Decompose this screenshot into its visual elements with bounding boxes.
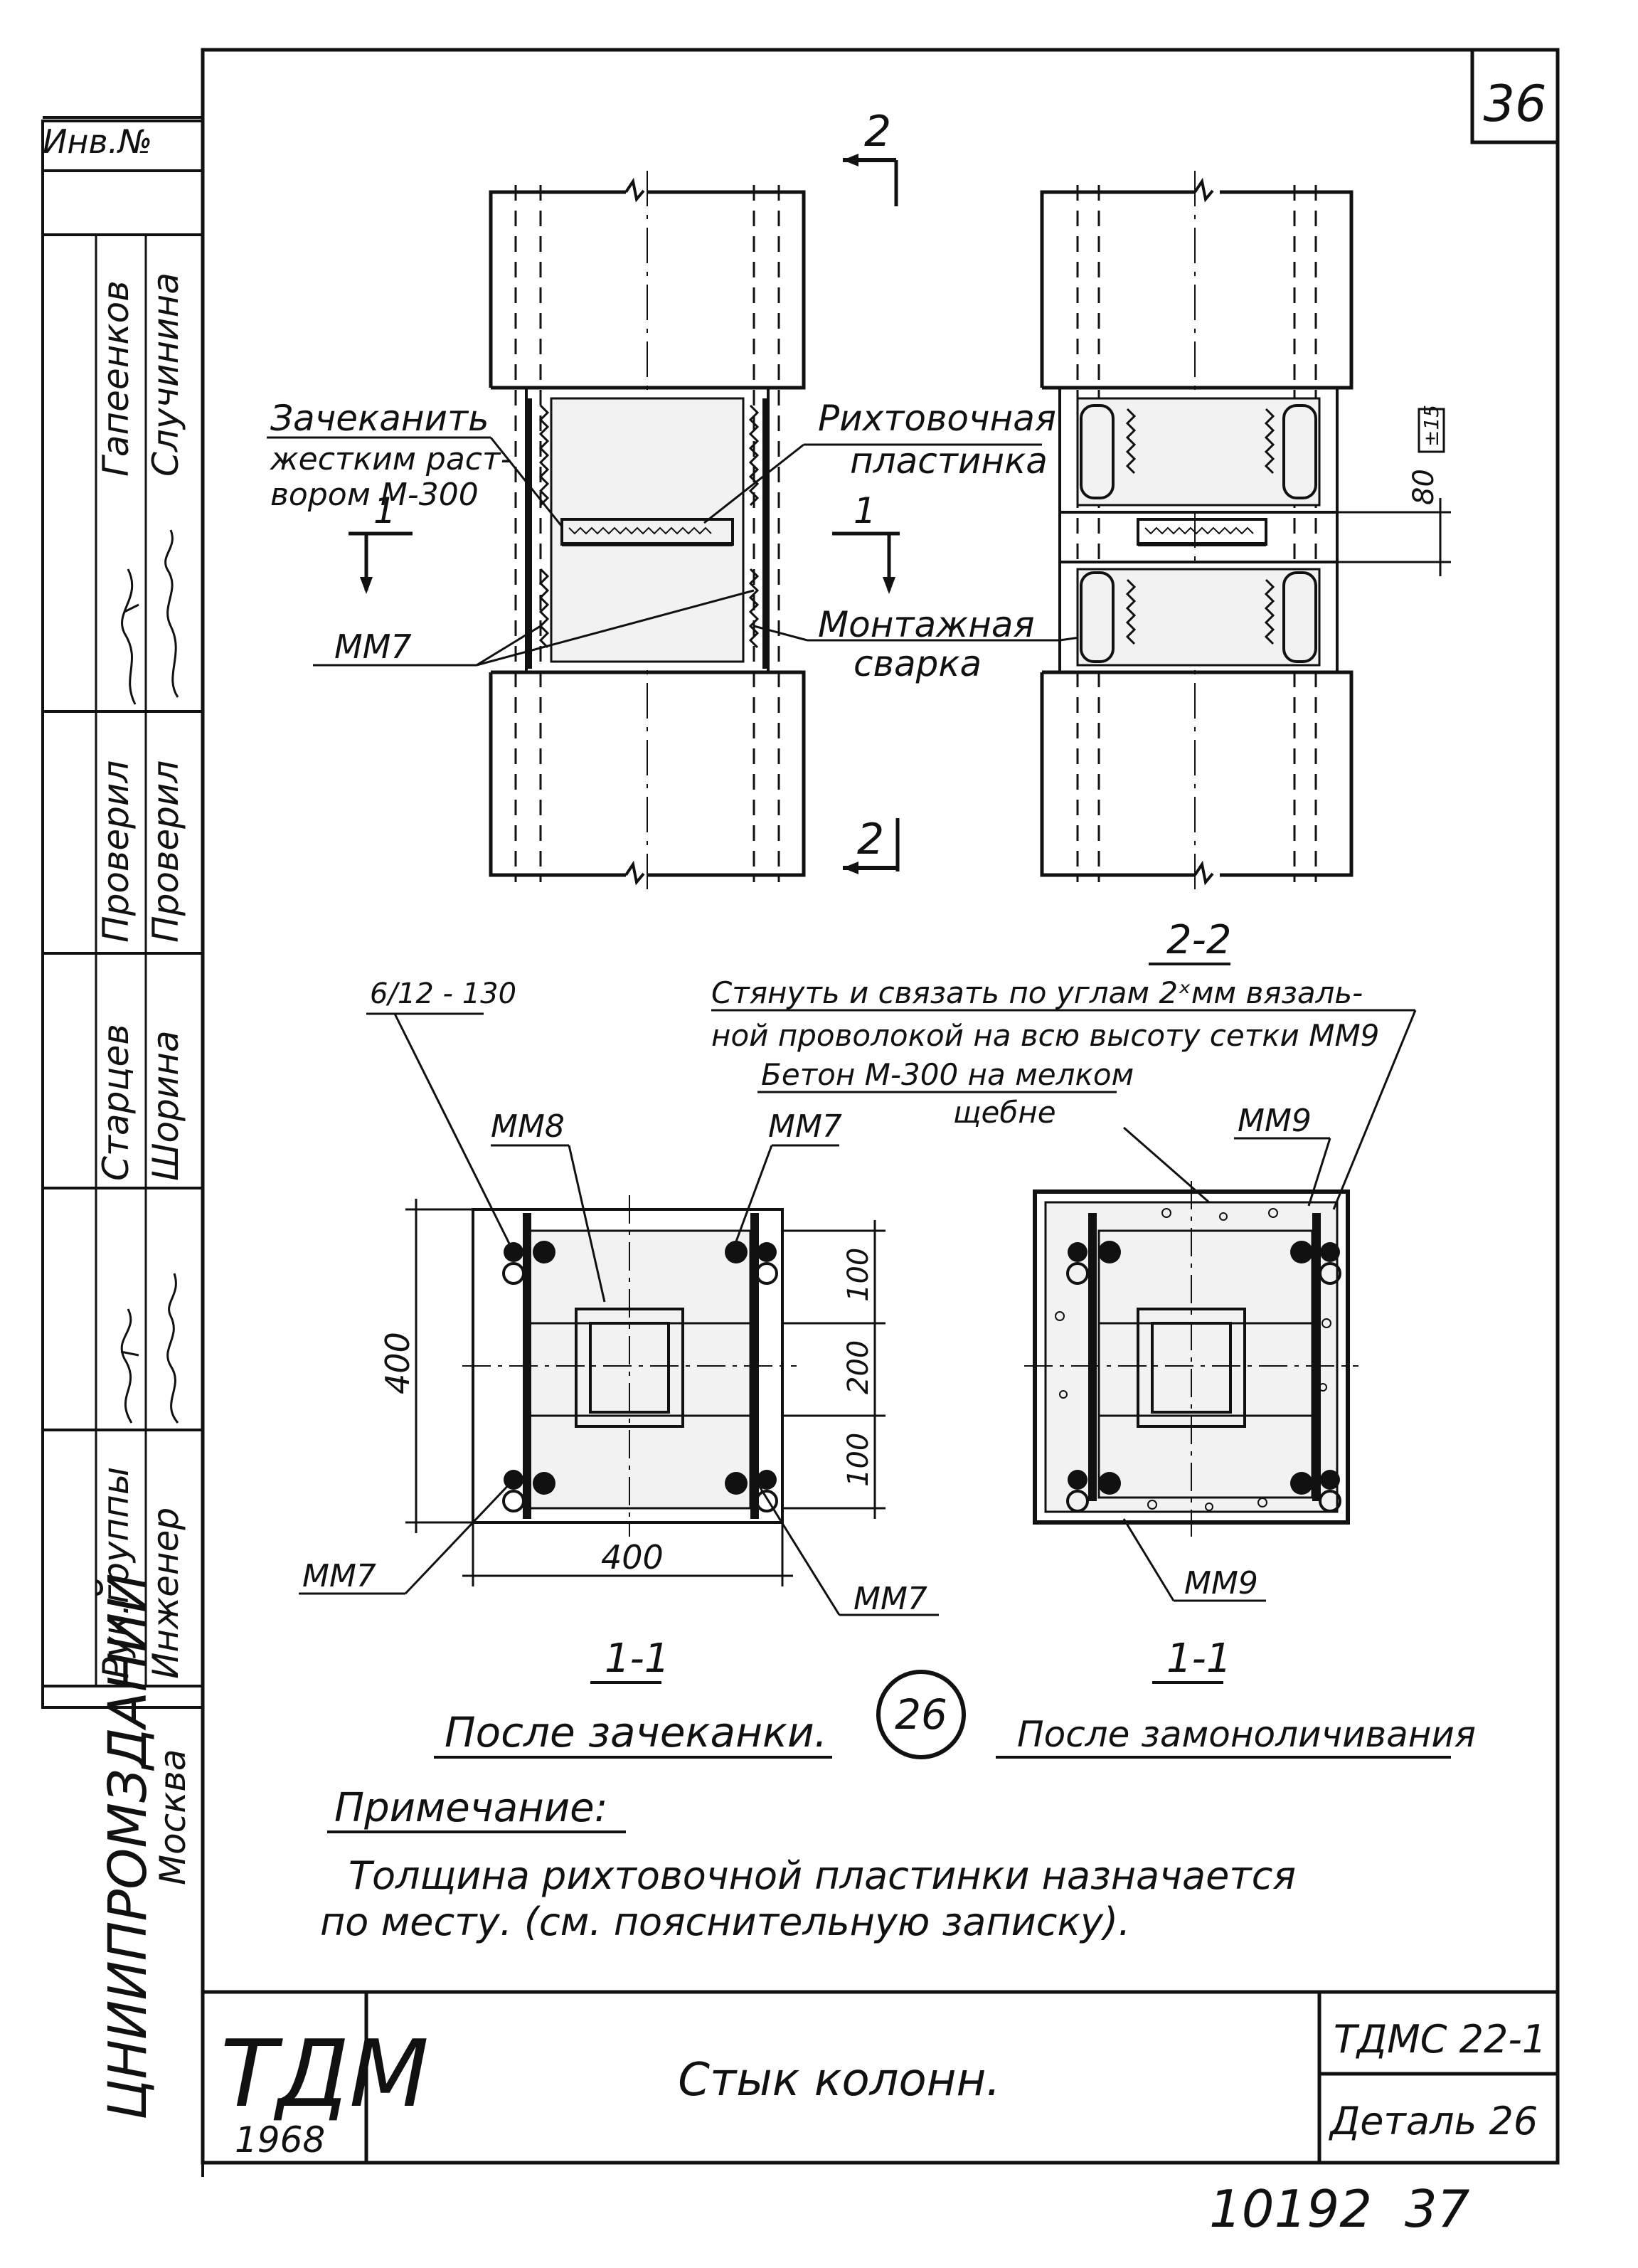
stamp-name-gapeenkov: Гапеенков [95, 280, 137, 477]
stamp-role-group-lead: Рук.группы [95, 1467, 137, 1679]
signatures [120, 529, 179, 1424]
shim-note-line2: пластинка [850, 440, 1048, 482]
plan-left-section-title: 1-1 [605, 1636, 669, 1682]
detail-badge: 26 [895, 1690, 947, 1739]
section-mark-2-bottom-label: 2 [857, 815, 884, 864]
institute-city: Москва [152, 1749, 193, 1885]
stamp-person-shorina: Шорина [145, 1030, 186, 1181]
plan-right-callouts [711, 1009, 1417, 1602]
plan-left-mm8: ММ8 [491, 1108, 565, 1145]
section-mark-1-left-label: 1 [373, 490, 396, 531]
plan-left-dim-100-top: 100 [842, 1248, 875, 1302]
elevation-left [489, 171, 806, 896]
elevation-right [1040, 171, 1354, 896]
plan-right-caption: После замоноличивания [1017, 1714, 1476, 1755]
side-stamp-column [41, 116, 204, 1709]
stamp-checked-1: Проверил [95, 761, 137, 943]
sheet-number: 36 [1483, 75, 1546, 133]
plan-right-note-line2: ной проволокой на всю высоту сетки ММ9 [711, 1018, 1379, 1053]
institute-name: ЦНИИПРОМЗДАНИЙ [96, 1574, 159, 2120]
weld-note-line1: Монтажная [818, 604, 1035, 645]
plan-left-dim-400-h: 400 [601, 1538, 664, 1577]
stamp-role-engineer: Инженер [145, 1507, 186, 1679]
stamp-person-startsev: Старцев [95, 1024, 137, 1181]
plan-left-dim-400-v: 400 [378, 1332, 417, 1394]
plan-left-dimensions [405, 1199, 886, 1586]
plan-left-mm7-bottom-right: ММ7 [853, 1581, 927, 1617]
section-mark-1-left: 1 [349, 490, 413, 594]
plan-right-note-line3: Бетон М-300 на мелком [761, 1057, 1134, 1092]
gap-dim-value: 80 [1408, 469, 1440, 505]
gap-dimension [1337, 408, 1451, 576]
section-mark-1-right-label: 1 [853, 490, 876, 531]
plan-right [1024, 1181, 1358, 1537]
sheet-bottom-numbers: 10192 37 [1209, 2179, 1470, 2239]
weld-note-line2: сварка [853, 643, 982, 684]
plan-left-mm7-top: ММ7 [768, 1108, 842, 1145]
title-block-year: 1968 [235, 2119, 325, 2161]
section-mark-2-bottom: 2 [843, 815, 900, 874]
caulk-note-line2: жестким раст- [270, 441, 511, 477]
note-heading: Примечание: [334, 1785, 607, 1831]
stamp-name-sluchinina: Случинина [145, 272, 186, 477]
gap-dim-tolerance: ±15 [1420, 405, 1443, 447]
plan-right-mm9-top: ММ9 [1238, 1103, 1312, 1139]
section-2-2-title: 2-2 [1166, 917, 1231, 963]
title-block-detail: Деталь 26 [1329, 2099, 1538, 2144]
detail-badge-circle [876, 1670, 966, 1759]
title-block [203, 1990, 1558, 2163]
plan-left-mm7-bottom-left: ММ7 [302, 1558, 376, 1594]
stamp-checked-2: Проверил [145, 761, 186, 943]
plan-left-caption: После зачеканки. [445, 1708, 827, 1756]
section-mark-2-top-label: 2 [864, 107, 891, 157]
plan-right-note-line4: щебне [953, 1095, 1056, 1130]
sheet-frame [201, 48, 1560, 2165]
caulk-note-line1: Зачеканить [270, 398, 489, 439]
mm7-elevation-label: ММ7 [334, 627, 412, 666]
caulk-note-line3: вором М-300 [270, 477, 479, 513]
mm7-elevation-callout [313, 589, 755, 667]
section-mark-2-top: 2 [843, 107, 898, 206]
shim-note-line1: Рихтовочная [818, 398, 1056, 439]
note-line1: Толщина рихтовочной пластинки назначаетс… [349, 1853, 1296, 1898]
shim-callout [703, 443, 1042, 524]
caulk-callout [267, 436, 563, 527]
plan-left-dim-100-bottom: 100 [842, 1433, 875, 1487]
note-line2: по месту. (см. пояснительную записку). [320, 1899, 1130, 1944]
inventory-label: Инв.№ [43, 122, 152, 161]
section-mark-1-right: 1 [832, 490, 900, 594]
title-block-series: ТДМС 22-1 [1334, 2017, 1546, 2062]
plan-left-callouts [299, 1012, 939, 1616]
plan-right-section-title: 1-1 [1166, 1636, 1231, 1682]
title-block-logo: ТДМ [220, 2020, 429, 2128]
sheet-number-box: 36 [1470, 50, 1558, 144]
plan-left-rebar-label: 6/12 - 130 [370, 977, 516, 1010]
title-block-title: Стык колонн. [678, 2054, 1000, 2107]
plan-right-mm9-bottom: ММ9 [1184, 1565, 1258, 1601]
plan-left-dim-200: 200 [842, 1340, 875, 1394]
plan-left [462, 1195, 797, 1537]
plan-right-note-line1: Стянуть и связать по углам 2ˣмм вязаль- [711, 975, 1363, 1010]
